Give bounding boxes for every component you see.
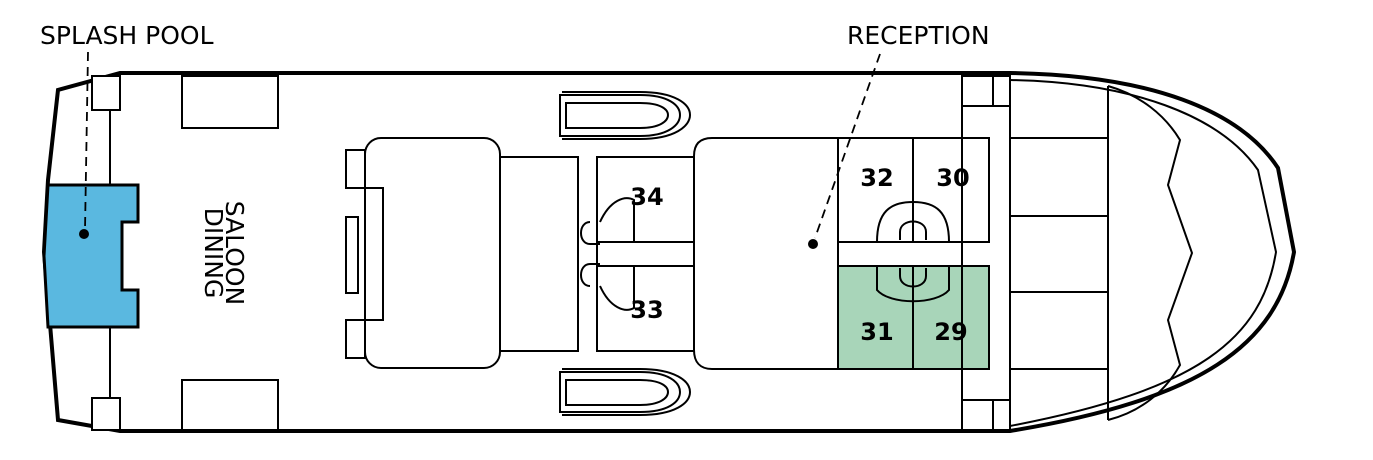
cabin-32-number: 32 [860,164,893,192]
splash-pool[interactable] [42,183,140,329]
cabin-34-number: 34 [630,183,663,211]
reception-label: RECEPTION [847,21,990,50]
lifeboat-top [559,91,692,140]
cabin-30[interactable] [912,137,990,243]
cabin-31-number: 31 [860,318,893,346]
cabin-30-number: 30 [936,164,969,192]
dining-saloon-label-line2: SALOON [220,201,249,306]
splash-pool-label: SPLASH POOL [40,21,214,50]
cabin-29[interactable] [912,265,990,370]
cabin-33-number: 33 [630,296,663,324]
cabin-31[interactable] [837,265,914,370]
cabin-32[interactable] [837,137,914,243]
reception-leader [814,53,881,239]
cabin-34[interactable] [596,156,695,243]
reception-hall[interactable] [693,137,839,370]
bow-inner-line [1009,79,1278,427]
bow-zigzag [1107,85,1194,421]
reception-marker [808,239,818,249]
lifeboat-bottom [559,368,692,416]
splash-pool-marker [79,229,89,239]
dining-saloon-label-line1: DINING [199,208,228,299]
